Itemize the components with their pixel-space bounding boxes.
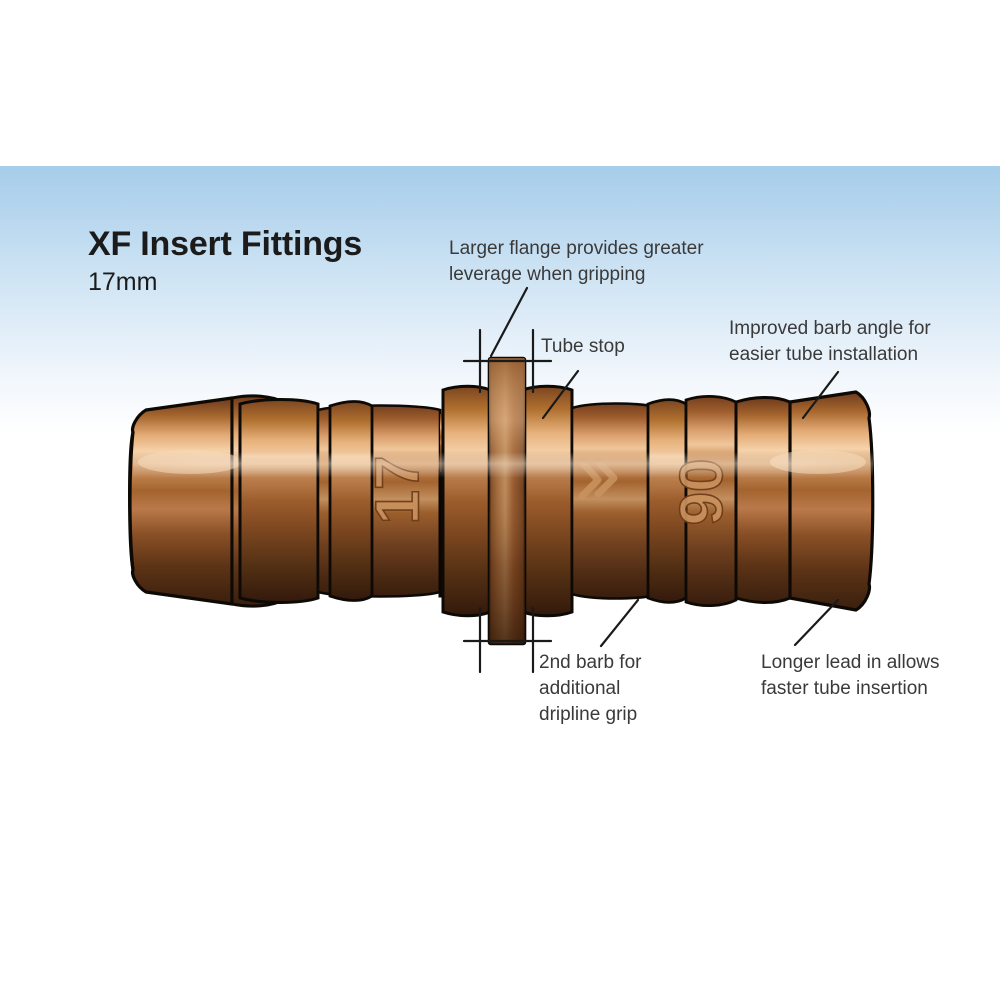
leader-second-barb <box>599 598 640 648</box>
left-collar-ring <box>238 398 320 604</box>
callout-longer-lead-in: Longer lead in allows faster tube insert… <box>761 652 940 699</box>
page-title: XF Insert Fittings <box>88 225 363 263</box>
page-subtitle: 17mm <box>88 268 158 296</box>
leader-tube-stop <box>541 369 580 420</box>
heading-block: XF Insert Fittings 17mm <box>88 224 362 298</box>
center-flange <box>487 356 527 646</box>
specular-highlight <box>133 452 873 478</box>
leader-larger-flange <box>489 286 529 358</box>
callout-tube-stop: Tube stop <box>541 336 625 357</box>
leader-longer-lead-in <box>793 598 840 647</box>
callout-second-barb: 2nd barb for additional dripline grip <box>539 652 642 725</box>
leader-barb-angle <box>801 370 840 420</box>
callout-improved-barb-angle: Improved barb angle for easier tube inst… <box>729 318 931 365</box>
callout-larger-flange: Larger flange provides greater leverage … <box>449 238 704 285</box>
